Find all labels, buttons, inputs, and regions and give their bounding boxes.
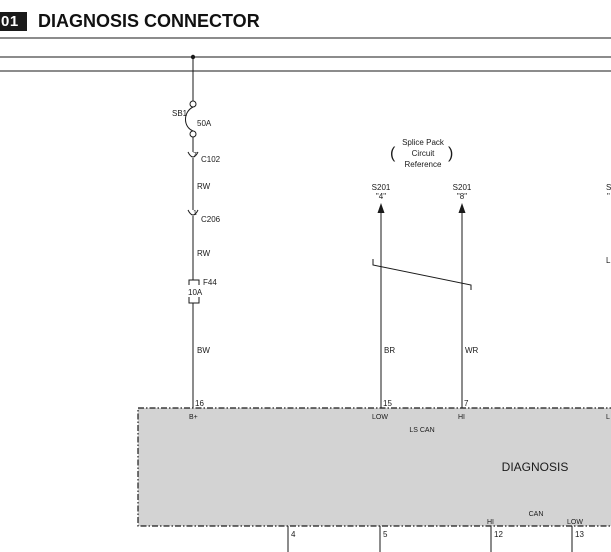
pin-13-number: 13 xyxy=(575,530,584,539)
splice-paren-open: ( xyxy=(390,145,396,162)
fuse-sb1-label: SB1 xyxy=(172,109,188,118)
pin-12-label: HI xyxy=(487,519,494,526)
section-number: 01 xyxy=(1,13,19,30)
splice-ref-line2: Circuit xyxy=(412,149,435,158)
connector-c102-pin: 7 xyxy=(193,152,197,159)
pin-16-number: 16 xyxy=(195,399,204,408)
wire-partial-right-label: L xyxy=(606,256,611,265)
splice-2-id: S201 xyxy=(453,183,472,192)
pin-7-label: HI xyxy=(458,414,465,421)
wire-wr-label: WR xyxy=(465,346,479,355)
pin-13-label: LOW xyxy=(567,519,583,526)
bus-can-label: CAN xyxy=(529,511,544,518)
bottom-pin-wires xyxy=(287,526,573,552)
splice-paren-close: ) xyxy=(448,145,453,162)
splice-3-pin: " xyxy=(607,192,610,201)
page-title: DIAGNOSIS CONNECTOR xyxy=(38,11,260,31)
splice-2-pin: "8" xyxy=(457,192,467,201)
splice-3-id: S xyxy=(606,183,611,192)
connector-c102-label: C102 xyxy=(201,155,221,164)
splice-1-pin: "4" xyxy=(376,192,386,201)
wire-br-label: BR xyxy=(384,346,395,355)
diagnosis-module xyxy=(137,407,611,527)
connector-c206-pin: 1 xyxy=(193,210,197,217)
splice-ref-line3: Reference xyxy=(405,160,442,169)
splice-1-id: S201 xyxy=(372,183,391,192)
splice-ref-line1: Splice Pack xyxy=(402,138,445,147)
bus-ls-can-label: LS CAN xyxy=(409,427,434,434)
pin-7-number: 7 xyxy=(464,399,469,408)
pin-16-label: B+ xyxy=(189,414,198,421)
wire-rw-label-2: RW xyxy=(197,249,211,258)
wire-br xyxy=(377,203,385,408)
fuse-f44-label: F44 xyxy=(203,278,217,287)
twisted-pair-indicator xyxy=(372,259,472,290)
wire-rw-label-1: RW xyxy=(197,182,211,191)
module-name: DIAGNOSIS xyxy=(502,460,569,474)
connector-c206-label: C206 xyxy=(201,215,221,224)
pin-partial-label: L xyxy=(606,414,610,421)
section-number-badge xyxy=(0,12,27,31)
pin-4-number: 4 xyxy=(291,530,296,539)
fuse-f44-rating: 10A xyxy=(188,288,203,297)
main-feed-wire xyxy=(185,57,200,408)
pin-15-label: LOW xyxy=(372,414,388,421)
fuse-sb1-rating: 50A xyxy=(197,119,212,128)
wire-bw-label: BW xyxy=(197,346,210,355)
pin-15-number: 15 xyxy=(383,399,392,408)
wire-wr xyxy=(458,203,466,408)
pin-5-number: 5 xyxy=(383,530,388,539)
pin-12-number: 12 xyxy=(494,530,503,539)
